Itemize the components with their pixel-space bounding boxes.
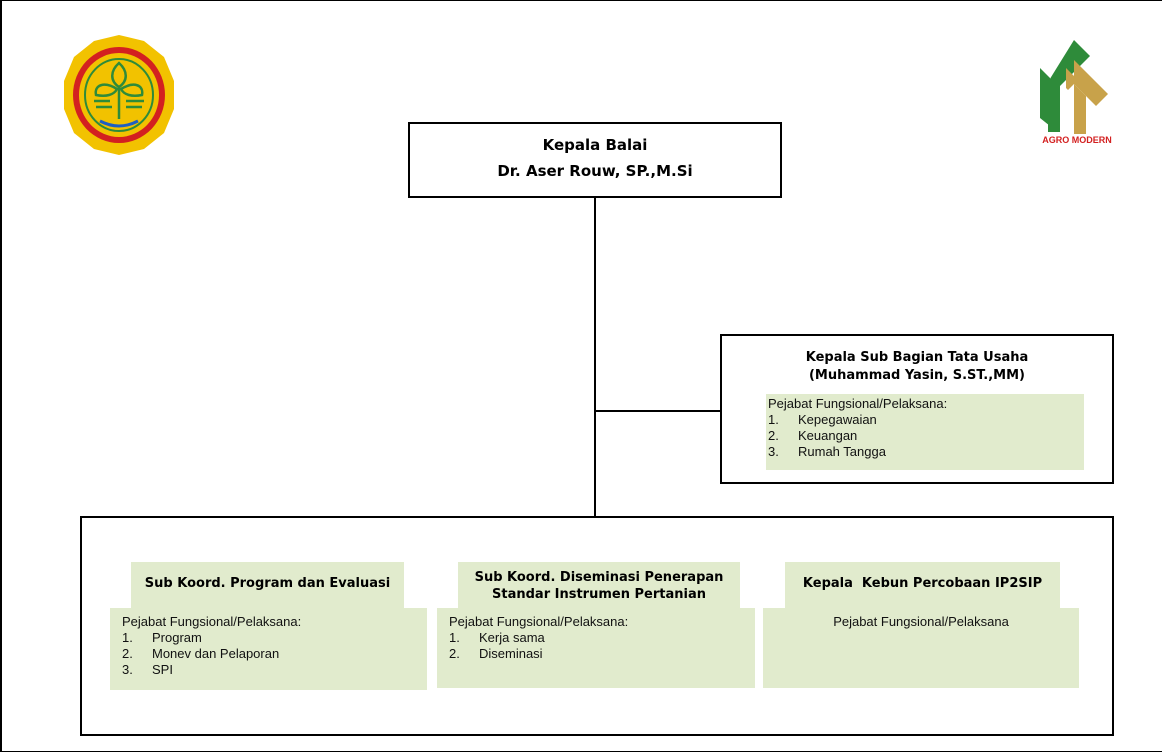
- unit-program-staff-heading: Pejabat Fungsional/Pelaksana:: [122, 614, 302, 629]
- subbag-staff-list: Pejabat Fungsional/Pelaksana: 1.Kepegawa…: [768, 396, 1082, 460]
- unit-diseminasi-staff-panel: [437, 608, 755, 688]
- list-item: 1.Program: [122, 630, 202, 645]
- agro-modern-logo: AGRO MODERN: [1022, 38, 1132, 150]
- unit-kebun-title-panel: [785, 562, 1060, 608]
- unit-kebun-staff-heading: Pejabat Fungsional/Pelaksana: [833, 614, 1009, 629]
- list-item: 1.Kerja sama: [449, 630, 545, 645]
- connector-to-subbag: [594, 410, 722, 412]
- head-title: Kepala Balai: [542, 136, 648, 154]
- unit-diseminasi-title-line1: Sub Koord. Diseminasi Penerapan: [474, 570, 724, 585]
- agro-modern-mark-icon: [1040, 40, 1108, 134]
- head-name: Dr. Aser Rouw, SP.,M.Si: [497, 162, 693, 180]
- connector-head-down: [594, 198, 596, 518]
- unit-program-staff-panel: [110, 608, 427, 690]
- unit-diseminasi-staff-list: Pejabat Fungsional/Pelaksana: 1.Kerja sa…: [449, 614, 749, 662]
- list-item: 3.SPI: [122, 662, 173, 677]
- agro-modern-caption: AGRO MODERN: [1042, 135, 1112, 145]
- list-item: 2.Keuangan: [768, 428, 858, 443]
- subbag-title: Kepala Sub Bagian Tata Usaha: [805, 350, 1029, 365]
- unit-program-title: Sub Koord. Program dan Evaluasi: [144, 576, 391, 591]
- list-item: 2.Diseminasi: [449, 646, 543, 661]
- subbag-staff-panel: [766, 394, 1084, 470]
- unit-program-title-panel: [131, 562, 404, 608]
- unit-kebun-staff-panel: [763, 608, 1079, 688]
- subbag-box: Kepala Sub Bagian Tata Usaha (Muhammad Y…: [720, 334, 1114, 484]
- unit-kebun-title: Kepala Kebun Percobaan IP2SIP: [802, 576, 1043, 591]
- head-box: Kepala Balai Dr. Aser Rouw, SP.,M.Si: [408, 122, 782, 198]
- subbag-staff-heading: Pejabat Fungsional/Pelaksana:: [768, 396, 948, 411]
- subbag-name: (Muhammad Yasin, S.ST.,MM): [808, 368, 1025, 383]
- list-item: 2.Monev dan Pelaporan: [122, 646, 280, 661]
- ministry-emblem-logo: [64, 35, 174, 155]
- list-item: 1.Kepegawaian: [768, 412, 877, 427]
- list-item: 3.Rumah Tangga: [768, 444, 886, 459]
- unit-diseminasi-staff-heading: Pejabat Fungsional/Pelaksana:: [449, 614, 629, 629]
- unit-program-staff-list: Pejabat Fungsional/Pelaksana: 1.Program …: [122, 614, 422, 678]
- unit-diseminasi-title-panel: [458, 562, 740, 608]
- unit-diseminasi-title-line2: Standar Instrumen Pertanian: [492, 587, 706, 602]
